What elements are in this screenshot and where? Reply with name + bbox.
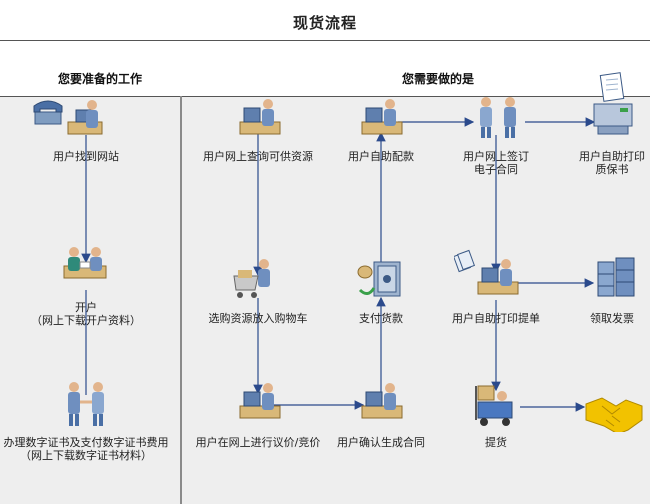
shopping-cart-icon	[233, 259, 270, 298]
preparation-heading: 您要准备的工作	[58, 72, 143, 86]
label-cart: 选购资源放入购物车	[208, 312, 308, 325]
label-invoice: 领取发票	[590, 312, 634, 325]
header-rule	[0, 96, 650, 97]
workflow-panel	[182, 97, 650, 504]
label-print-certificate: 用户自助打印 质保书	[579, 150, 645, 176]
label-sign-contract-line1: 用户网上签订	[463, 150, 529, 163]
contract-computer-icon	[361, 383, 403, 419]
label-print-certificate-line2: 质保书	[595, 163, 629, 176]
phone-user-icon	[33, 100, 103, 135]
label-sign-contract: 用户网上签订 电子合同	[463, 150, 529, 176]
label-negotiate: 用户在网上进行议价/竞价	[195, 436, 321, 449]
meeting-icon	[63, 247, 107, 279]
print-bill-icon	[454, 249, 519, 295]
preparation-panel	[0, 97, 180, 504]
funds-computer-icon	[361, 99, 403, 135]
title-rule	[0, 40, 650, 41]
negotiate-computer-icon	[239, 383, 281, 419]
workflow-heading: 您需要做的是	[402, 72, 475, 86]
two-people-icon	[68, 382, 104, 426]
label-match-funds: 用户自助配款	[348, 150, 414, 163]
label-query: 用户网上查询可供资源	[203, 150, 313, 163]
label-sign-contract-line2: 电子合同	[474, 163, 518, 176]
label-pickup: 提货	[485, 436, 507, 449]
sign-people-icon	[480, 97, 516, 138]
safe-icon	[357, 261, 401, 297]
page-title: 现货流程	[292, 14, 357, 32]
printer-icon	[593, 72, 633, 135]
label-find-site: 用户找到网站	[53, 150, 119, 163]
label-certificate-line2: （网上下载数字证书材料）	[20, 449, 152, 462]
label-pay: 支付货款	[359, 312, 403, 325]
label-certificate-line1: 办理数字证书及支付数字证书费用	[3, 436, 169, 449]
computer-user-icon	[239, 99, 281, 135]
label-open-account-line1: 开户	[75, 301, 97, 314]
label-open-account-line2: （网上下载开户资料）	[31, 314, 141, 327]
cabinet-icon	[597, 257, 635, 297]
label-confirm-contract: 用户确认生成合同	[337, 436, 425, 449]
label-open-account: 开户 （网上下载开户资料）	[31, 301, 141, 327]
label-certificate: 办理数字证书及支付数字证书费用 （网上下载数字证书材料）	[4, 436, 169, 462]
label-print-certificate-line1: 用户自助打印	[579, 150, 645, 163]
section-divider	[180, 96, 182, 504]
forklift-icon	[475, 385, 513, 426]
label-print-bill: 用户自助打印提单	[452, 312, 540, 325]
handshake-icon	[585, 397, 643, 432]
